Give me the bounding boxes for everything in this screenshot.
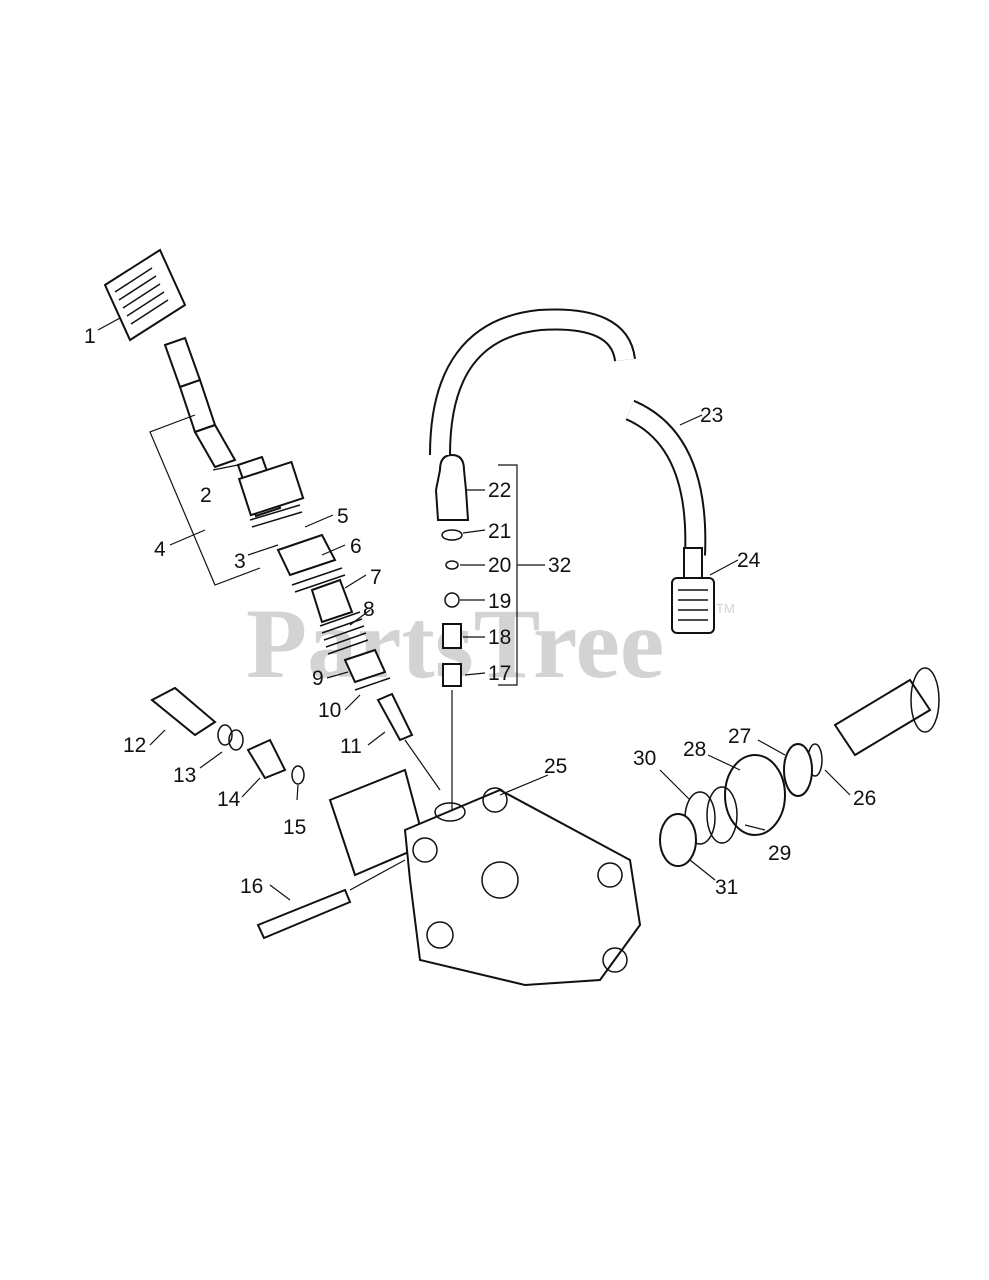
callout-31: 31 bbox=[715, 876, 738, 899]
unloader-stack bbox=[163, 336, 391, 691]
callout-8: 8 bbox=[363, 598, 375, 621]
callout-29: 29 bbox=[768, 842, 791, 865]
callout-24: 24 bbox=[737, 549, 761, 572]
callout-19: 19 bbox=[488, 590, 511, 613]
part-16-bolt bbox=[256, 888, 352, 940]
callout-3: 3 bbox=[234, 550, 246, 573]
left-fittings bbox=[150, 686, 305, 785]
check-valve-stack bbox=[434, 453, 470, 810]
callout-labels: 1 2 3 4 5 6 7 8 9 10 11 12 13 14 15 16 1… bbox=[84, 325, 876, 899]
part-25-manifold bbox=[328, 768, 642, 987]
bracket-32 bbox=[498, 464, 545, 686]
callout-6: 6 bbox=[350, 535, 362, 558]
watermark-trademark: TM bbox=[716, 601, 735, 616]
leader-lines bbox=[97, 317, 851, 901]
bracket-4 bbox=[149, 414, 261, 586]
callout-16: 16 bbox=[240, 875, 263, 898]
callout-10: 10 bbox=[318, 699, 341, 722]
callout-14: 14 bbox=[217, 788, 241, 811]
part-23-hose-inner bbox=[431, 310, 634, 456]
callout-1: 1 bbox=[84, 325, 96, 348]
callout-15: 15 bbox=[283, 816, 306, 839]
callout-23: 23 bbox=[700, 404, 723, 427]
callout-18: 18 bbox=[488, 626, 511, 649]
callout-12: 12 bbox=[123, 734, 146, 757]
part-1-grip bbox=[103, 248, 187, 342]
callout-5: 5 bbox=[337, 505, 349, 528]
callout-13: 13 bbox=[173, 764, 196, 787]
callout-30: 30 bbox=[633, 747, 656, 770]
part-11-pin bbox=[376, 692, 414, 742]
part-24-filter bbox=[671, 547, 715, 634]
callout-26: 26 bbox=[853, 787, 876, 810]
right-seals bbox=[659, 667, 940, 867]
callout-9: 9 bbox=[312, 667, 324, 690]
callout-11: 11 bbox=[340, 735, 362, 758]
callout-21: 21 bbox=[488, 520, 511, 543]
callout-32: 32 bbox=[548, 554, 571, 577]
callout-4: 4 bbox=[154, 538, 166, 561]
callout-20: 20 bbox=[488, 554, 511, 577]
callout-22: 22 bbox=[488, 479, 511, 502]
callout-7: 7 bbox=[370, 566, 382, 589]
callout-17: 17 bbox=[488, 662, 511, 685]
callout-28: 28 bbox=[683, 738, 706, 761]
callout-2: 2 bbox=[200, 484, 212, 507]
callout-27: 27 bbox=[728, 725, 751, 748]
part-23-hose-outer bbox=[429, 308, 636, 456]
callout-25: 25 bbox=[544, 755, 567, 778]
